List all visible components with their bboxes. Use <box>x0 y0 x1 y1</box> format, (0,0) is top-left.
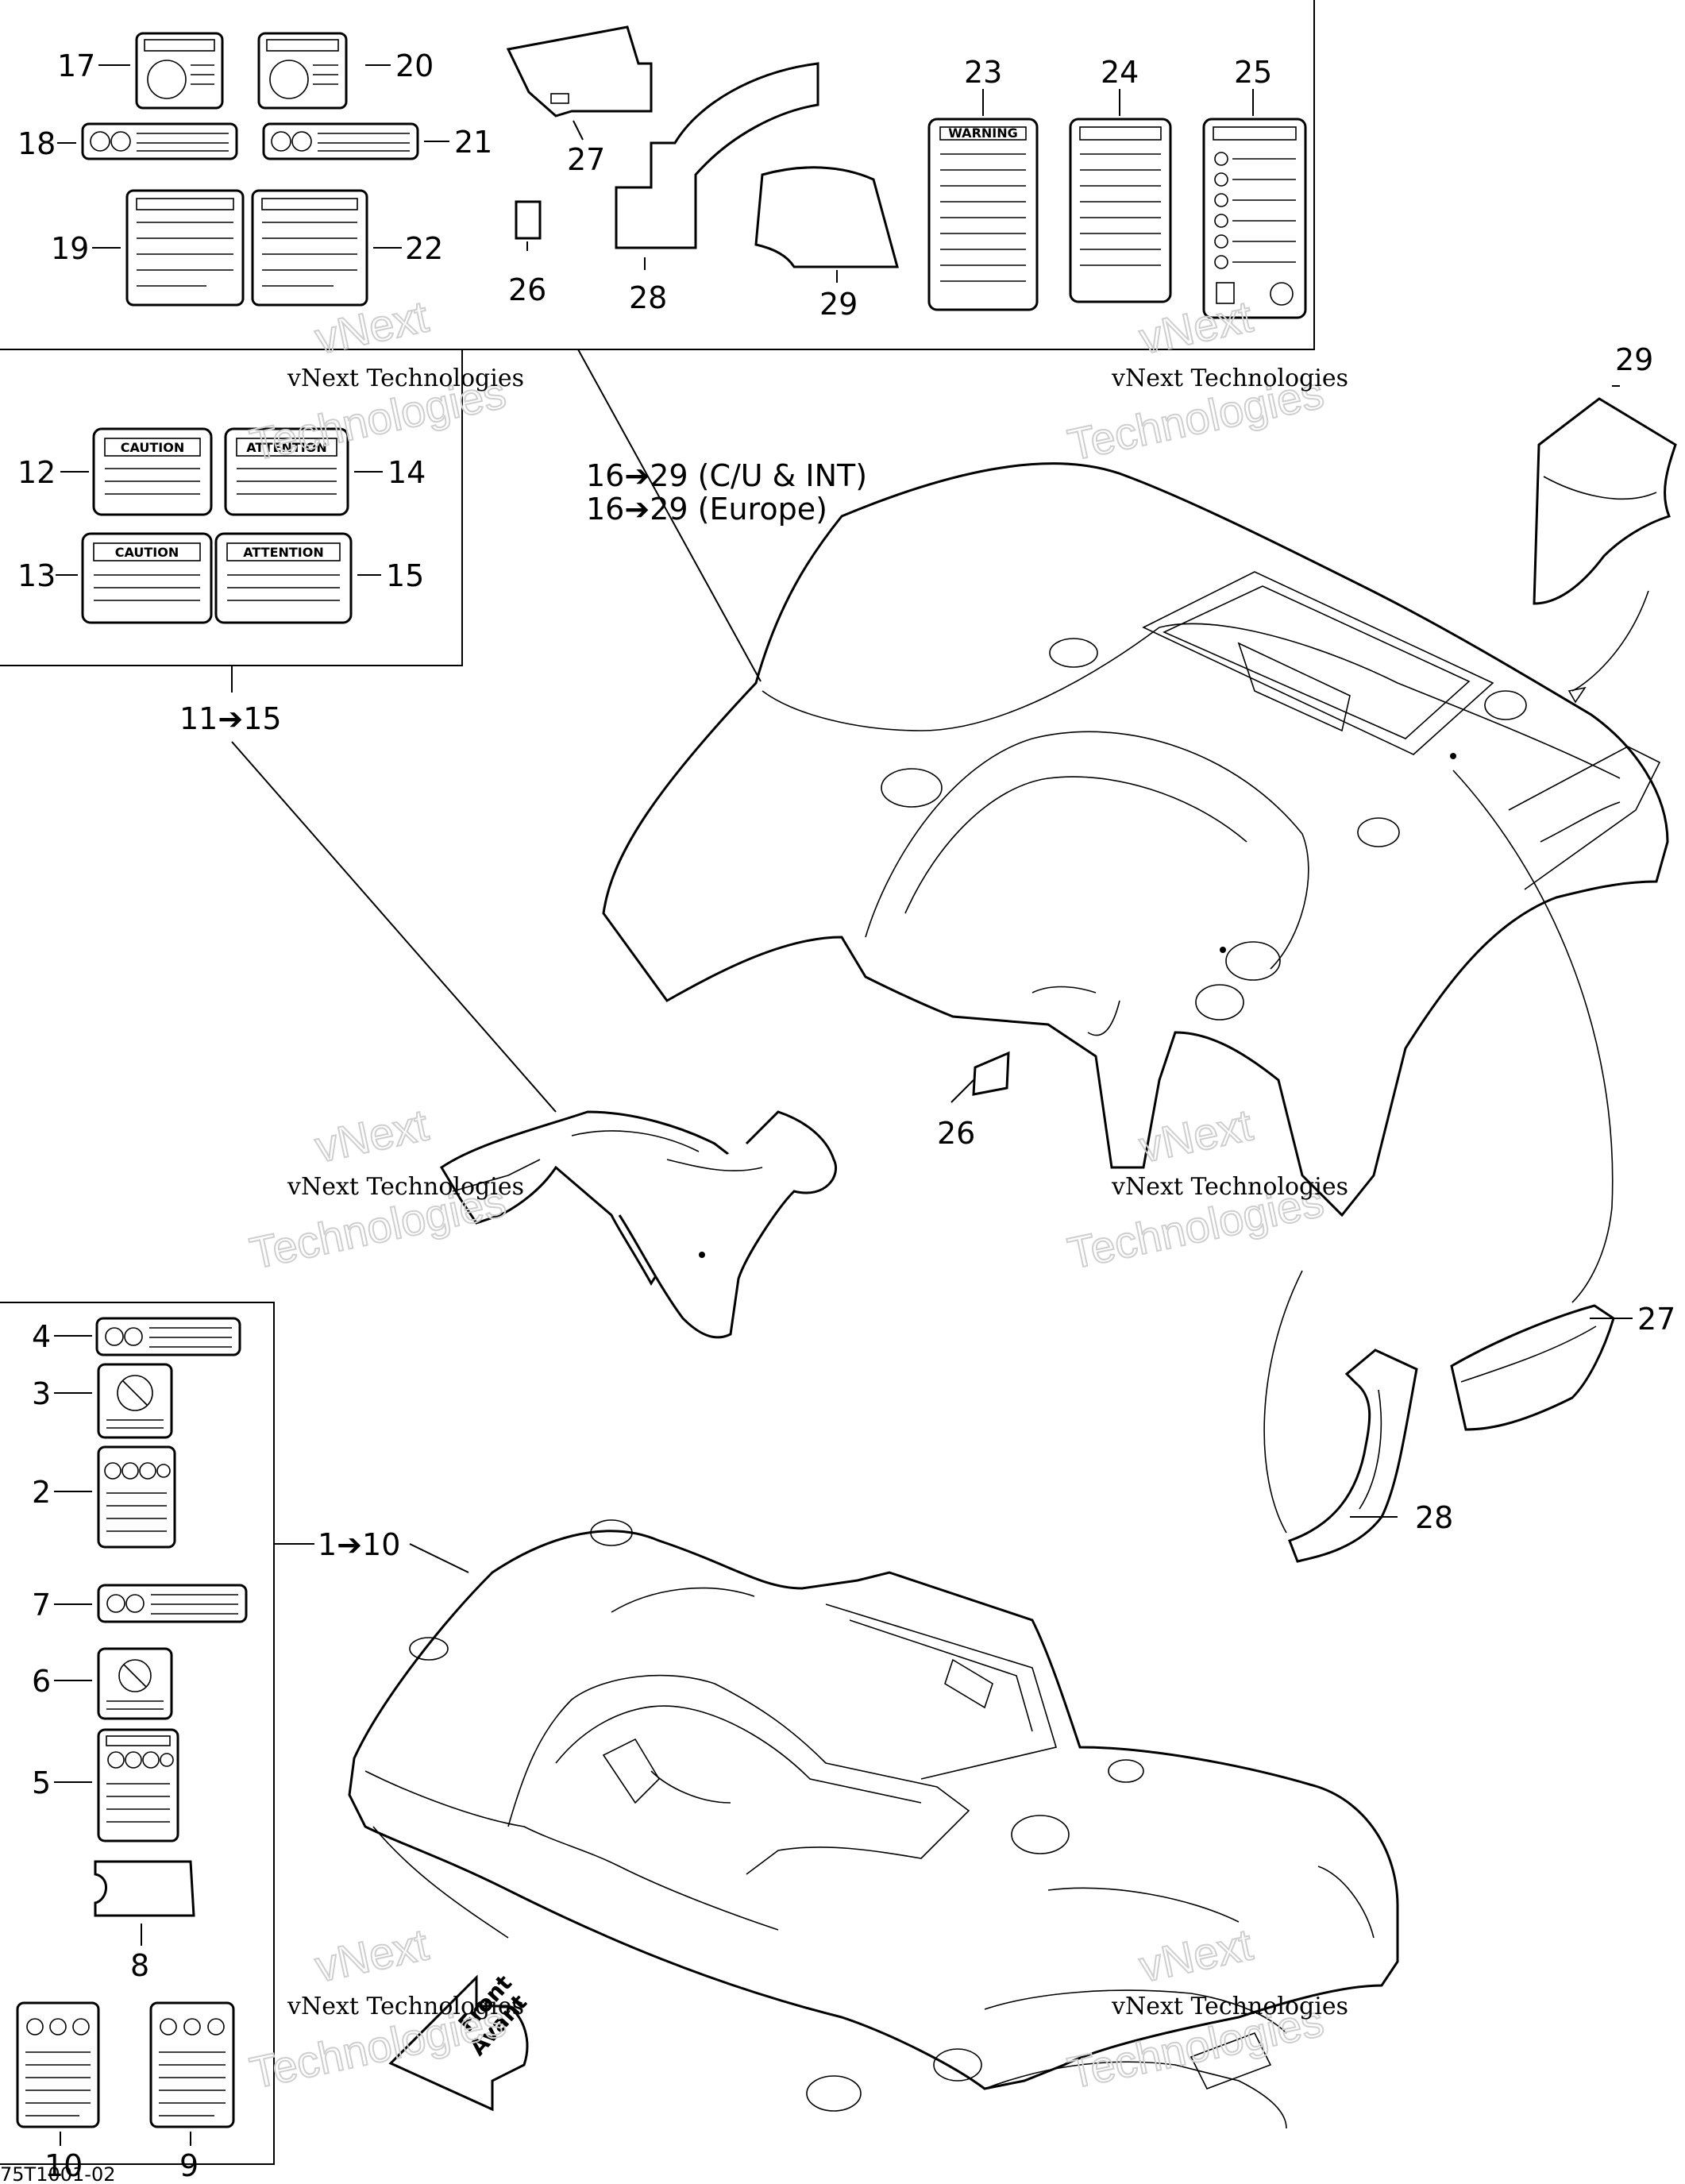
callout-26-top: 26 <box>508 272 546 307</box>
callout-20: 20 <box>395 48 434 83</box>
watermark-1: Technologies vNext vNext Technologies <box>245 290 524 470</box>
decal-14: ATTENTION <box>224 427 349 516</box>
decal-28-flat <box>615 62 819 249</box>
decal-12: CAUTION <box>92 427 213 516</box>
decal-4 <box>95 1317 241 1356</box>
decal-21 <box>262 122 419 160</box>
callout-19: 19 <box>51 231 89 266</box>
bottom-kit-frame <box>0 1302 275 2165</box>
decal-27-flat <box>506 25 653 118</box>
decal-9 <box>149 2001 235 2128</box>
group-label-1-10: 1➔10 <box>318 1527 400 1562</box>
watermark-1-text: vNext Technologies <box>287 365 524 392</box>
drawing-code: 75T1001-02 <box>0 2163 115 2184</box>
callout-17: 17 <box>57 48 95 83</box>
watermark-5-text: vNext Technologies <box>287 1993 524 2020</box>
decal-5 <box>97 1728 179 1843</box>
callout-22: 22 <box>405 231 443 266</box>
decal-8 <box>94 1860 195 1917</box>
inner-fender-liner <box>439 1110 837 1339</box>
callout-4: 4 <box>32 1319 51 1354</box>
decal-2 <box>97 1445 176 1549</box>
decal-6 <box>97 1647 173 1720</box>
callout-29-top: 29 <box>819 287 858 322</box>
callout-29-side: 29 <box>1615 342 1653 377</box>
watermark-3-text: vNext Technologies <box>287 1173 524 1201</box>
callout-28: 28 <box>1415 1500 1453 1535</box>
rear-fender <box>348 1519 1399 2129</box>
callout-2: 2 <box>32 1475 51 1510</box>
decal-14-title: ATTENTION <box>246 440 327 455</box>
decal-3 <box>97 1363 173 1439</box>
decal-26-flat <box>515 200 542 240</box>
decal-28 <box>1288 1349 1418 1563</box>
decal-13-title: CAUTION <box>115 545 179 560</box>
decal-24 <box>1069 118 1172 303</box>
callout-8: 8 <box>130 1948 149 1983</box>
callout-9: 9 <box>179 2148 199 2183</box>
group-label-16-29-europe: 16➔29 (Europe) <box>586 492 827 527</box>
watermark-4-text: vNext Technologies <box>1111 1173 1348 1201</box>
decal-15: ATTENTION <box>214 532 353 624</box>
decal-10 <box>16 2001 100 2128</box>
watermark-3: Technologies vNext vNext Technologies <box>245 1098 524 1279</box>
watermarks: Technologies vNext vNext Technologies Te… <box>245 290 1348 2098</box>
callout-14: 14 <box>388 455 426 490</box>
callout-25: 25 <box>1234 55 1272 90</box>
decal-15-title: ATTENTION <box>243 545 324 560</box>
decal-20 <box>257 32 348 110</box>
callout-18: 18 <box>17 126 56 161</box>
callout-27: 27 <box>1637 1302 1675 1337</box>
decal-29-flat <box>754 166 899 268</box>
decal-26-small <box>972 1051 1010 1096</box>
watermark-2-text: vNext Technologies <box>1111 365 1348 392</box>
callout-24: 24 <box>1101 55 1139 90</box>
watermark-3-top: vNext <box>310 1099 433 1171</box>
callout-13: 13 <box>17 558 56 593</box>
decal-12-title: CAUTION <box>121 440 184 455</box>
callout-26: 26 <box>937 1116 975 1151</box>
decal-18 <box>81 122 238 160</box>
callout-10: 10 <box>44 2148 83 2183</box>
decal-29-side <box>1533 397 1677 605</box>
decal-17 <box>135 32 224 110</box>
callout-12: 12 <box>17 455 56 490</box>
decal-25 <box>1202 118 1307 319</box>
front-fender <box>602 462 1669 1217</box>
watermark-6-text: vNext Technologies <box>1111 1993 1348 2020</box>
callout-28-top: 28 <box>629 280 667 315</box>
decal-22 <box>251 189 368 307</box>
watermark-5-top: vNext <box>310 1919 433 1991</box>
decal-27 <box>1450 1304 1615 1431</box>
decal-19 <box>125 189 245 307</box>
decal-13: CAUTION <box>81 532 213 624</box>
callout-27-top: 27 <box>567 142 605 177</box>
group-label-11-15: 11➔15 <box>179 701 282 736</box>
watermark-2: Technologies vNext vNext Technologies <box>1062 290 1348 470</box>
callout-5: 5 <box>32 1765 51 1800</box>
decal-7 <box>97 1584 248 1623</box>
callout-21: 21 <box>454 125 492 160</box>
callout-23: 23 <box>964 55 1002 90</box>
decal-23: WARNING <box>927 118 1039 311</box>
decal-23-title: WARNING <box>948 125 1018 141</box>
callout-3: 3 <box>32 1376 51 1411</box>
group-label-16-29: 16➔29 (C/U & INT) <box>586 458 867 493</box>
callout-6: 6 <box>32 1664 51 1699</box>
callout-15: 15 <box>386 558 424 593</box>
callout-7: 7 <box>32 1588 51 1623</box>
leader-lines <box>54 64 1649 2146</box>
callouts: 17 20 18 21 19 22 27 26 28 29 23 24 25 2… <box>17 48 1675 2183</box>
